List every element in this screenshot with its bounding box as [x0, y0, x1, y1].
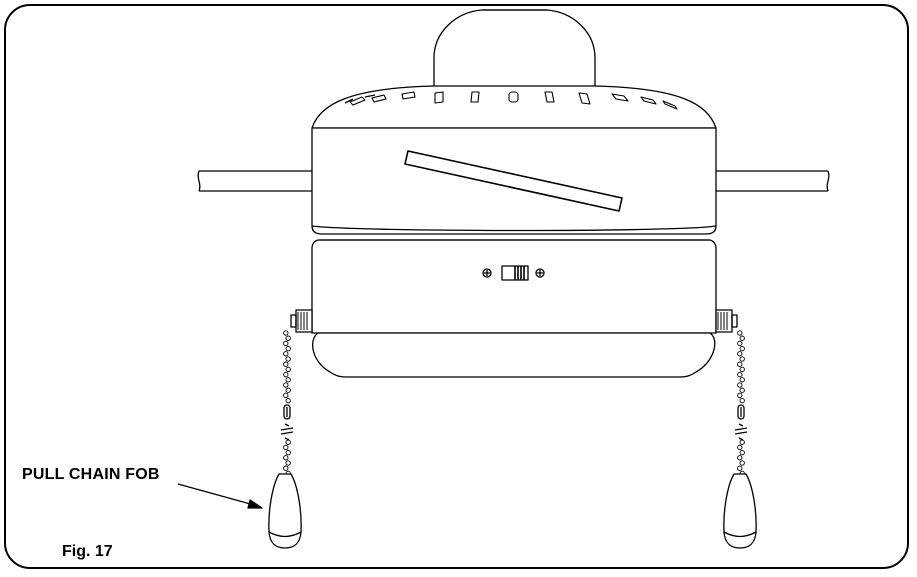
chain-bead [285, 335, 291, 341]
vent-slots [349, 91, 678, 110]
chain-bead [283, 382, 289, 388]
chain-bead [285, 356, 291, 362]
chain-bead [285, 377, 291, 383]
pull-chain-fob-left [268, 473, 302, 549]
chain-bead [739, 366, 745, 373]
chain-break-mark [280, 427, 294, 435]
screw-icon [535, 268, 545, 278]
figure-frame [4, 4, 909, 569]
chain-bead [739, 345, 745, 352]
figure-label: Fig. 17 [62, 543, 113, 560]
fan-blade-arm-right [716, 170, 830, 192]
chain-bead [737, 330, 743, 336]
chain-bead [739, 449, 745, 456]
chain-segment [284, 423, 290, 441]
chain-bead [283, 361, 289, 367]
chain-bead [739, 439, 745, 445]
chain-bead [737, 382, 743, 388]
motor-canopy [433, 9, 596, 88]
chain-bead [737, 340, 743, 347]
callout-arrow [177, 483, 263, 509]
screw-icon [482, 268, 492, 278]
chain-bead [285, 397, 291, 404]
chain-bead [283, 371, 289, 378]
chain-segment [738, 423, 744, 441]
chain-connector [737, 404, 745, 420]
chain-bead [285, 449, 291, 456]
chain-bead [737, 361, 743, 367]
pull-chain-fob-right [723, 473, 757, 549]
fan-blade-arm-left [197, 170, 312, 192]
chain-bead [739, 356, 745, 362]
chain-connector [283, 404, 291, 420]
reverse-switch [482, 265, 545, 281]
chain-bead [739, 397, 745, 404]
chain-bead [285, 366, 291, 373]
light-kit-bowl [312, 332, 716, 378]
chain-bead [737, 455, 743, 461]
chain-bead [283, 444, 289, 451]
chain-bead [283, 465, 289, 471]
chain-bead [283, 392, 289, 399]
chain-bead [739, 335, 745, 341]
chain-housing-right [715, 309, 738, 333]
chain-bead [285, 387, 291, 393]
chain-bead [285, 345, 291, 352]
blade-slot [404, 150, 623, 212]
switch-housing [311, 239, 717, 334]
chain-housing-left [290, 309, 313, 333]
chain-bead [739, 387, 745, 393]
chain-bead [283, 340, 289, 347]
chain-bead [737, 351, 743, 357]
chain-bead [737, 392, 743, 399]
pull-chain-right [734, 330, 748, 477]
chain-bead [739, 377, 745, 383]
chain-bead [739, 460, 745, 466]
chain-bead [285, 460, 291, 466]
chain-bead [283, 330, 289, 336]
chain-bead [285, 439, 291, 445]
chain-bead [737, 444, 743, 451]
chain-bead [737, 465, 743, 471]
chain-bead [737, 371, 743, 378]
pull-chain-fob-label: PULL CHAIN FOB [22, 466, 160, 483]
chain-break-mark [734, 427, 748, 435]
motor-housing [311, 127, 717, 235]
pull-chain-left [280, 330, 294, 477]
chain-bead [283, 455, 289, 461]
chain-bead [283, 351, 289, 357]
motor-top-cap [311, 85, 717, 129]
